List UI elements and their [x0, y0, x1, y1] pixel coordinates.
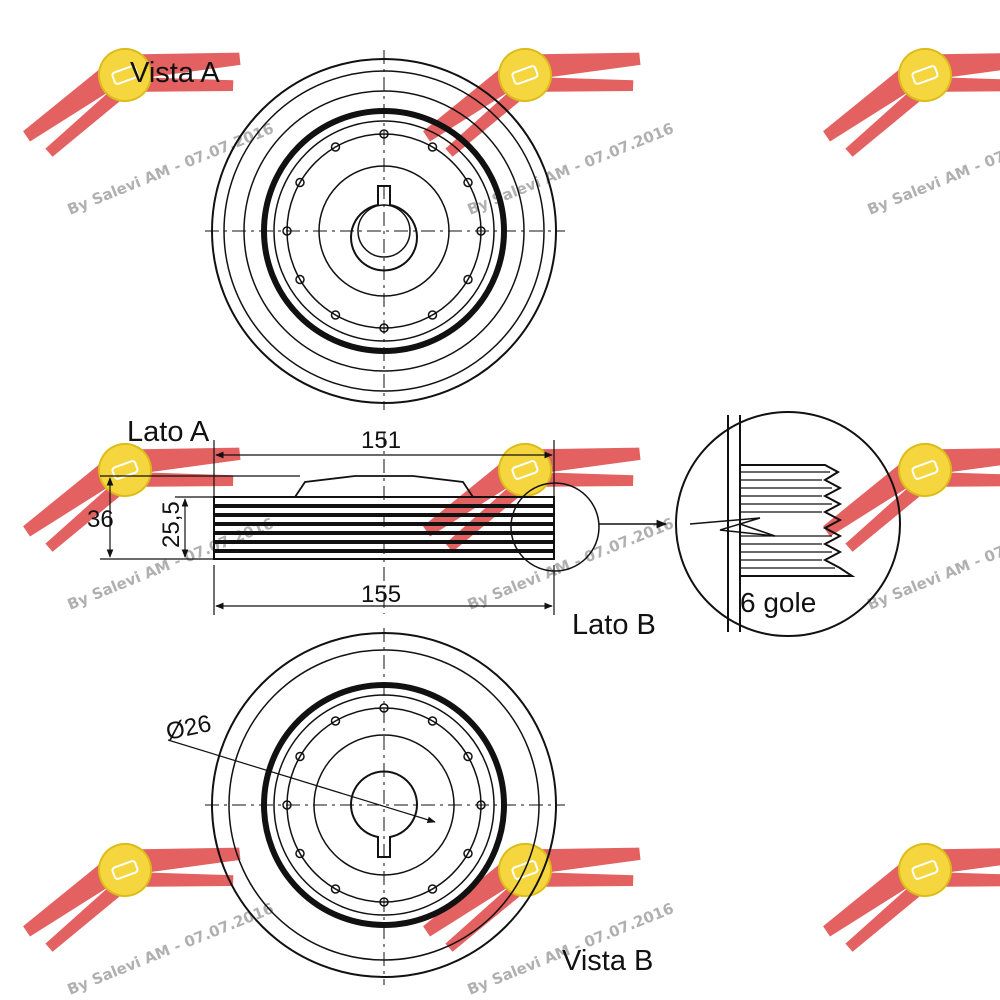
watermark-text: By Salevi AM - 07.07.2016 — [865, 514, 1000, 613]
lato-a-label: Lato A — [127, 416, 210, 448]
vista-b-centerlines — [205, 628, 565, 985]
watermark-text: By Salevi AM - 07.07.2016 — [465, 119, 677, 218]
vista-a-label: Vista A — [130, 57, 220, 89]
break-symbol — [689, 517, 776, 537]
dim-width-top: 151 — [361, 427, 401, 454]
watermark-logo — [807, 10, 1000, 165]
groove-profile — [740, 464, 856, 577]
watermark-text: By Salevi AM - 07.07.2016 — [865, 119, 1000, 218]
dim-width-bottom: 155 — [361, 581, 401, 608]
keyed-bore — [350, 185, 418, 272]
dim-bore-diameter: Ø26 — [164, 710, 214, 746]
vista-a-centerlines — [205, 50, 565, 410]
groove-detail-view — [675, 411, 901, 637]
grooves-label: 6 gole — [740, 587, 816, 618]
watermark-logo — [807, 805, 1000, 960]
detail-circle — [675, 411, 901, 637]
dim-height-total: 36 — [87, 506, 114, 533]
bore-diameter-leader — [167, 739, 436, 823]
keyed-bore — [350, 770, 418, 858]
watermark-text: By Salevi AM - 07.07.2016 — [65, 119, 277, 218]
hub-profile — [294, 475, 474, 498]
vista-b-label: Vista B — [562, 945, 653, 977]
dim-height-pulley: 25,5 — [158, 501, 185, 548]
lato-b-label: Lato B — [572, 609, 656, 641]
dimension-lines — [100, 440, 555, 615]
watermark-text: By Salevi AM - 07.07.2016 — [465, 514, 677, 613]
detail-callout-circle — [510, 482, 600, 572]
watermark-logo — [407, 405, 652, 560]
